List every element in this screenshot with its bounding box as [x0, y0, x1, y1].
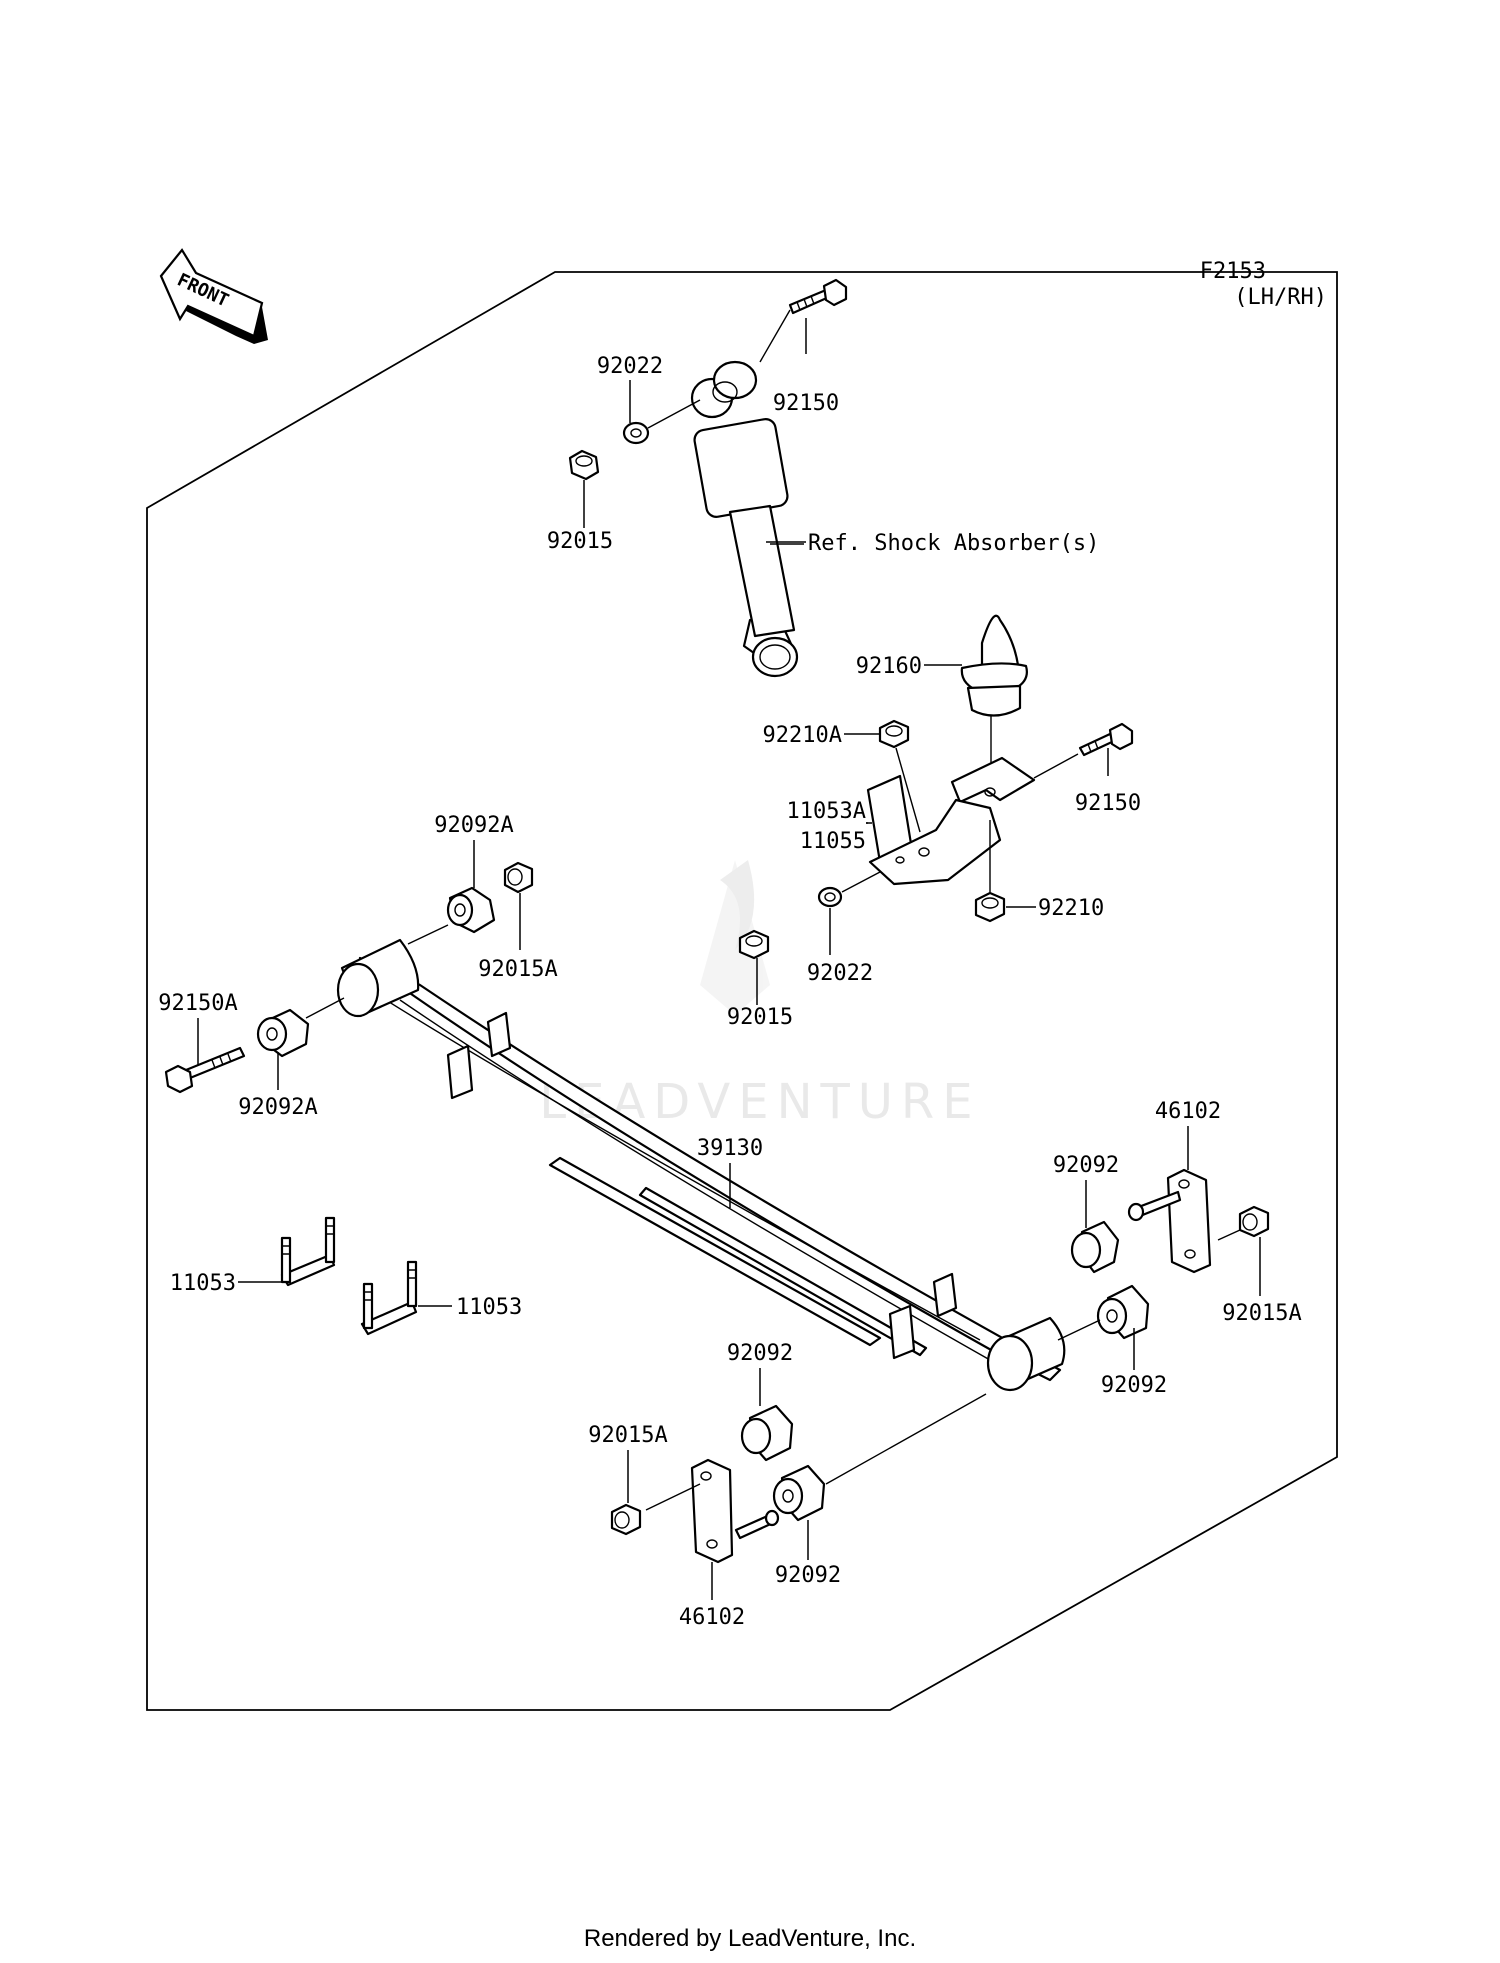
shock-absorber [690, 360, 799, 678]
label-92092-c1[interactable]: 92092 [727, 1341, 793, 1366]
bushing-92092-c2 [772, 1464, 826, 1522]
label-11055[interactable]: 11055 [800, 829, 866, 854]
bolt-92150a [164, 1046, 246, 1094]
bolt-92150-mid [1078, 722, 1134, 757]
label-92015-mid[interactable]: 92015 [727, 1005, 793, 1030]
label-92092-r2[interactable]: 92092 [1101, 1373, 1167, 1398]
bushing-92092-c1 [740, 1404, 794, 1462]
nut-92015-mid [738, 929, 770, 960]
label-92160[interactable]: 92160 [856, 654, 922, 679]
label-92022-mid[interactable]: 92022 [807, 961, 873, 986]
shackle-46102-right [1127, 1168, 1212, 1274]
bolt-92150-top [788, 278, 848, 315]
bushing-92092a-top [446, 886, 496, 934]
nut-92015a-top [503, 861, 534, 894]
label-92092a-top[interactable]: 92092A [434, 813, 513, 838]
watermark-logo [700, 860, 770, 1015]
label-92092a-low[interactable]: 92092A [238, 1095, 317, 1120]
label-46102-low[interactable]: 46102 [679, 1605, 745, 1630]
bracket-11055 [866, 756, 1036, 886]
label-shock-ref[interactable]: Ref. Shock Absorber(s) [808, 531, 1099, 556]
washer-92022-mid [817, 886, 843, 908]
label-92150-mid[interactable]: 92150 [1075, 791, 1141, 816]
label-92022-top[interactable]: 92022 [597, 354, 663, 379]
label-92015a-right[interactable]: 92015A [1222, 1301, 1301, 1326]
ubolt-11053-right [360, 1260, 418, 1336]
nut-92015a-right [1238, 1205, 1270, 1238]
bushing-92092a-low [256, 1008, 310, 1058]
label-39130[interactable]: 39130 [697, 1136, 763, 1161]
leaf-spring-39130 [336, 938, 1066, 1392]
shackle-46102-low [690, 1458, 780, 1564]
ubolt-11053-left [280, 1216, 336, 1287]
label-92210[interactable]: 92210 [1038, 896, 1104, 921]
washer-92022-top [622, 421, 650, 445]
bushing-92092-r2 [1096, 1284, 1150, 1340]
label-92150a[interactable]: 92150A [158, 991, 237, 1016]
label-11053a[interactable]: 11053A [787, 799, 866, 824]
side-note: (LH/RH) [1234, 285, 1327, 310]
label-92092-c2[interactable]: 92092 [775, 1563, 841, 1588]
label-46102-right[interactable]: 46102 [1155, 1099, 1221, 1124]
figure-code: F2153 [1200, 259, 1266, 284]
label-92015a-top[interactable]: 92015A [478, 957, 557, 982]
label-92150-top[interactable]: 92150 [773, 391, 839, 416]
diagram-frame [146, 271, 1338, 1711]
bump-stop-92160 [960, 614, 1028, 717]
footer-credit: Rendered by LeadVenture, Inc. [584, 1925, 916, 1952]
nut-92210 [974, 891, 1006, 923]
leader-lines [197, 318, 1261, 1600]
label-92092-r1[interactable]: 92092 [1053, 1153, 1119, 1178]
nut-92210a [878, 719, 910, 749]
label-11053-left[interactable]: 11053 [170, 1271, 236, 1296]
front-arrow-icon: FRONT [159, 248, 268, 344]
label-92015a-low[interactable]: 92015A [588, 1423, 667, 1448]
label-11053-right[interactable]: 11053 [456, 1295, 522, 1320]
nut-92015-top [568, 449, 600, 481]
nut-92015a-low [610, 1503, 642, 1536]
label-92210a[interactable]: 92210A [763, 723, 842, 748]
bushing-92092-r1 [1070, 1220, 1120, 1274]
label-92015-top[interactable]: 92015 [547, 529, 613, 554]
